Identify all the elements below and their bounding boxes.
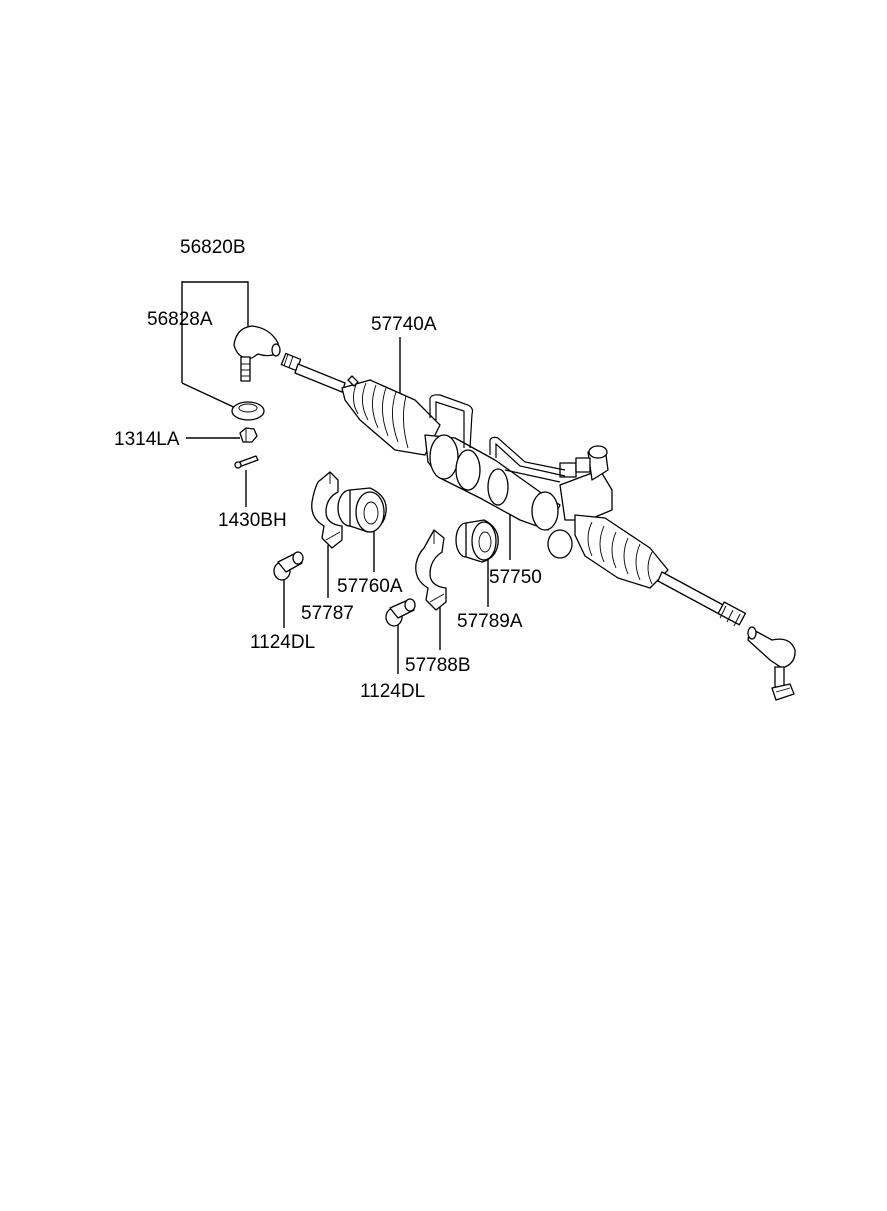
label-1430BH: 1430BH xyxy=(218,510,287,531)
label-1124DL-left: 1124DL xyxy=(250,632,315,653)
gear-box-assembly xyxy=(280,352,747,627)
bushing-left xyxy=(337,487,387,533)
label-57787: 57787 xyxy=(301,603,354,624)
clamp-right xyxy=(415,529,447,611)
label-56828A: 56828A xyxy=(147,309,213,330)
callout-labels: 56820B 56828A 57740A 1314LA 1430BH 57760… xyxy=(114,237,542,702)
label-57750: 57750 xyxy=(489,567,542,588)
label-57789A: 57789A xyxy=(457,611,523,632)
leader-lines xyxy=(181,281,511,674)
tie-rod-end-right xyxy=(747,626,796,701)
label-57740A: 57740A xyxy=(371,314,437,335)
bushing-right xyxy=(455,519,499,563)
tie-rod-end-left xyxy=(233,325,281,382)
bolt-right xyxy=(385,598,416,627)
nut xyxy=(239,427,258,443)
label-56820B: 56820B xyxy=(180,237,246,258)
dust-boot xyxy=(231,401,265,421)
label-57760A: 57760A xyxy=(337,576,403,597)
bolt-left xyxy=(273,551,304,581)
label-1124DL-right: 1124DL xyxy=(360,681,425,702)
split-pin xyxy=(234,455,259,469)
label-57788B: 57788B xyxy=(405,655,471,676)
clamp-left xyxy=(311,471,343,549)
label-1314LA: 1314LA xyxy=(114,429,180,450)
